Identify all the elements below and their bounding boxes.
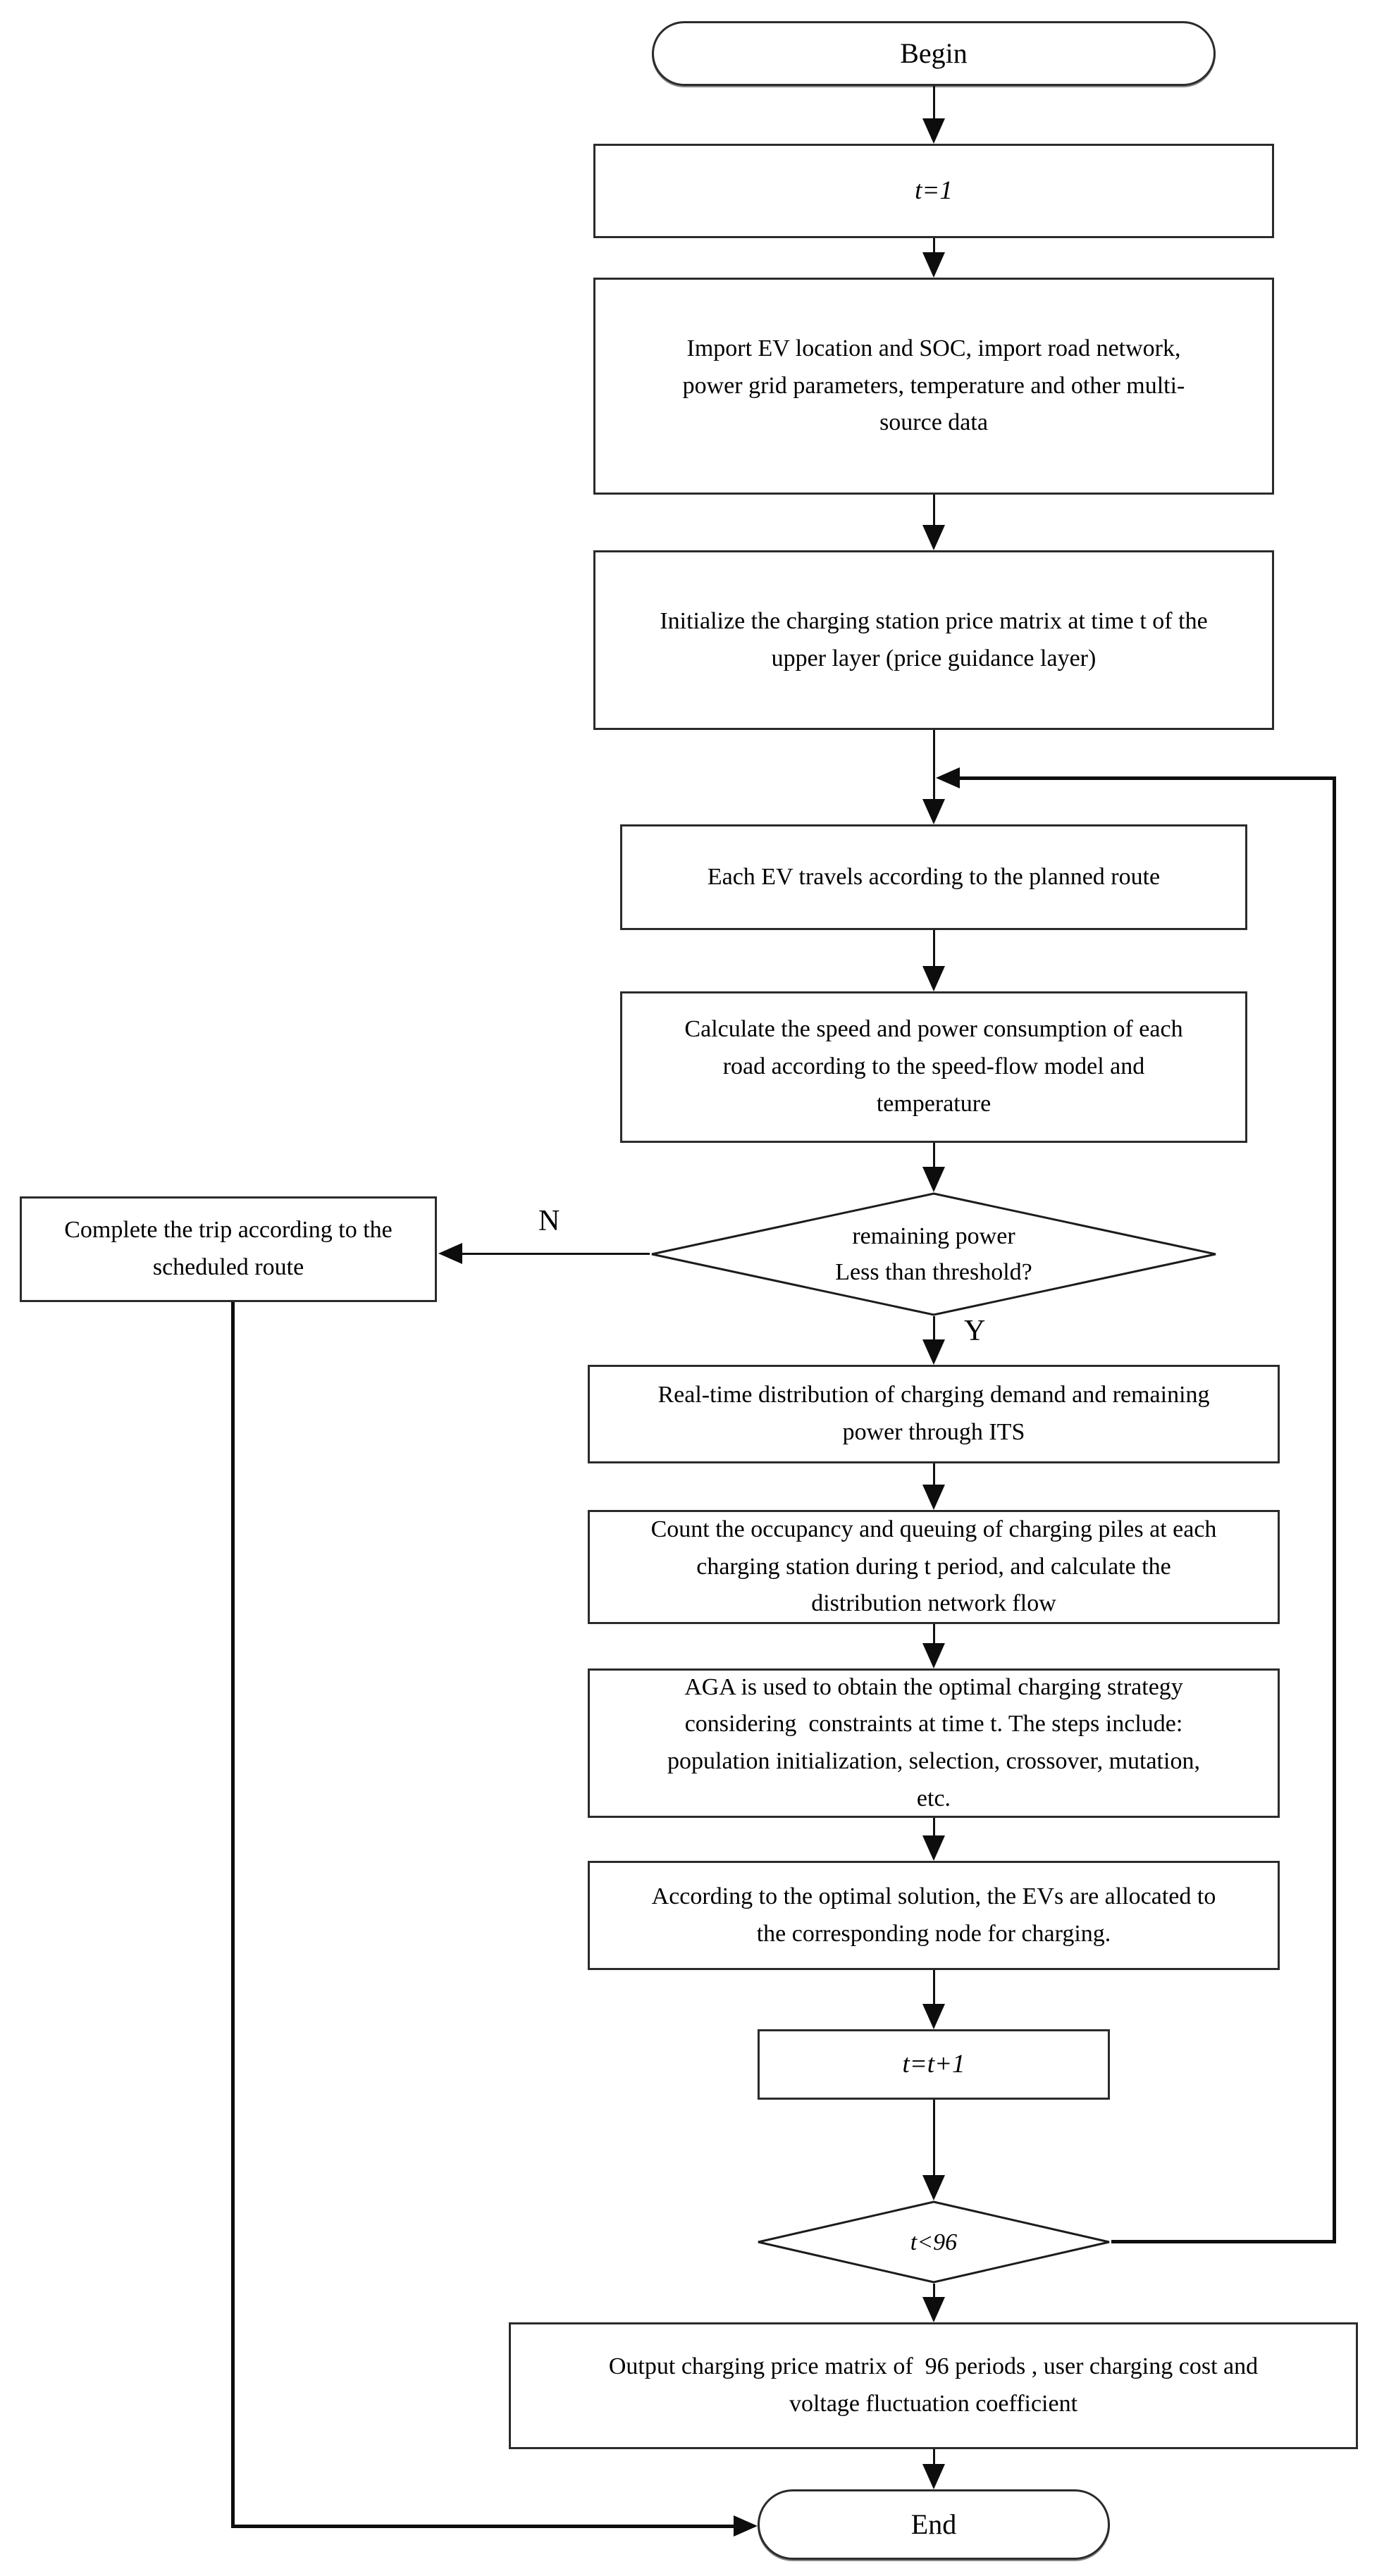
edge-init-to-ev-travel	[933, 730, 935, 800]
end-label: End	[910, 2508, 957, 2540]
power-threshold-label: remaining power Less than threshold?	[835, 1223, 1032, 1285]
aga-optimize-process: AGA is used to obtain the optimal chargi…	[588, 1668, 1280, 1818]
arrowhead-allocate	[922, 1835, 945, 1861]
output-results-label: Output charging price matrix of 96 perio…	[608, 2353, 1259, 2417]
allocate-ev-process: According to the optimal solution, the E…	[588, 1861, 1280, 1970]
increment-t-label: t=t+1	[902, 2050, 965, 2079]
edge-import-to-init	[933, 495, 935, 526]
import-data-label: Import EV location and SOC, import road …	[682, 335, 1185, 436]
arrowhead-set-t	[922, 118, 945, 144]
arrowhead-count	[922, 1485, 945, 1510]
edge-no-branch	[457, 1253, 650, 1255]
complete-trip-bottom-line	[231, 2525, 735, 2528]
complete-trip-down-line	[231, 1302, 235, 2528]
loop-diamond-shape	[758, 2200, 1110, 2284]
edge-count-to-aga	[933, 1624, 935, 1645]
allocate-ev-label: According to the optimal solution, the E…	[651, 1883, 1216, 1947]
loop-check-label: t<96	[910, 2229, 958, 2255]
arrowhead-aga	[922, 1643, 945, 1668]
arrowhead-calc	[922, 966, 945, 991]
realtime-distribution-process: Real-time distribution of charging deman…	[588, 1365, 1280, 1463]
set-t-label: t=1	[915, 176, 953, 206]
edge-output-to-end	[933, 2449, 935, 2467]
ev-travel-process: Each EV travels according to the planned…	[620, 824, 1247, 930]
arrowhead-complete-trip	[438, 1243, 462, 1264]
ev-travel-label: Each EV travels according to the planned…	[707, 863, 1161, 890]
init-price-matrix-process: Initialize the charging station price ma…	[593, 550, 1274, 730]
loop-check-decision: t<96	[756, 2200, 1111, 2284]
edge-calc-to-decision	[933, 1143, 935, 1168]
arrowhead-decision	[922, 1167, 945, 1192]
calc-speed-process: Calculate the speed and power consumptio…	[620, 991, 1247, 1143]
count-occupancy-process: Count the occupancy and queuing of charg…	[588, 1510, 1280, 1624]
edge-allocate-to-increment	[933, 1970, 935, 2005]
arrowhead-ev-travel	[922, 799, 945, 824]
increment-t-process: t=t+1	[758, 2029, 1110, 2100]
arrowhead-increment	[922, 2004, 945, 2029]
edge-ev-travel-to-calc	[933, 930, 935, 967]
loop-line-top	[958, 776, 1336, 780]
decision-diamond-shape	[651, 1192, 1216, 1316]
complete-trip-label: Complete the trip according to the sched…	[64, 1217, 393, 1280]
count-occupancy-label: Count the occupancy and queuing of charg…	[650, 1516, 1217, 1617]
edge-realtime-to-count	[933, 1463, 935, 1486]
edge-set-t-to-import	[933, 238, 935, 255]
arrowhead-end-top	[922, 2464, 945, 2489]
edge-aga-to-allocate	[933, 1818, 935, 1838]
power-threshold-decision: remaining power Less than threshold?	[650, 1192, 1218, 1316]
edge-yes-branch	[933, 1316, 935, 1341]
realtime-distribution-label: Real-time distribution of charging deman…	[657, 1382, 1210, 1445]
edge-increment-to-loop-check	[933, 2100, 935, 2176]
init-price-matrix-label: Initialize the charging station price ma…	[660, 607, 1208, 671]
loop-line-bottom	[1111, 2240, 1336, 2243]
loop-line-right	[1333, 776, 1336, 2243]
yes-branch-label: Y	[964, 1315, 986, 1347]
set-t-process: t=1	[593, 144, 1274, 238]
begin-terminator: Begin	[652, 21, 1216, 86]
end-terminator: End	[758, 2489, 1110, 2560]
arrowhead-output	[922, 2297, 945, 2322]
no-branch-label: N	[538, 1205, 560, 1237]
edge-loop-check-to-output	[933, 2284, 935, 2298]
import-data-process: Import EV location and SOC, import road …	[593, 278, 1274, 495]
arrowhead-realtime	[922, 1339, 945, 1365]
edge-begin-to-set-t	[933, 86, 935, 121]
calc-speed-label: Calculate the speed and power consumptio…	[684, 1016, 1183, 1117]
arrowhead-import	[922, 252, 945, 278]
complete-trip-process: Complete the trip according to the sched…	[20, 1196, 437, 1302]
arrowhead-loop-rejoin	[936, 767, 960, 788]
arrowhead-end-left	[734, 2515, 758, 2537]
aga-optimize-label: AGA is used to obtain the optimal chargi…	[667, 1673, 1200, 1812]
arrowhead-loop-check	[922, 2175, 945, 2200]
begin-label: Begin	[900, 37, 968, 69]
output-results-process: Output charging price matrix of 96 perio…	[509, 2322, 1358, 2449]
arrowhead-init	[922, 525, 945, 550]
